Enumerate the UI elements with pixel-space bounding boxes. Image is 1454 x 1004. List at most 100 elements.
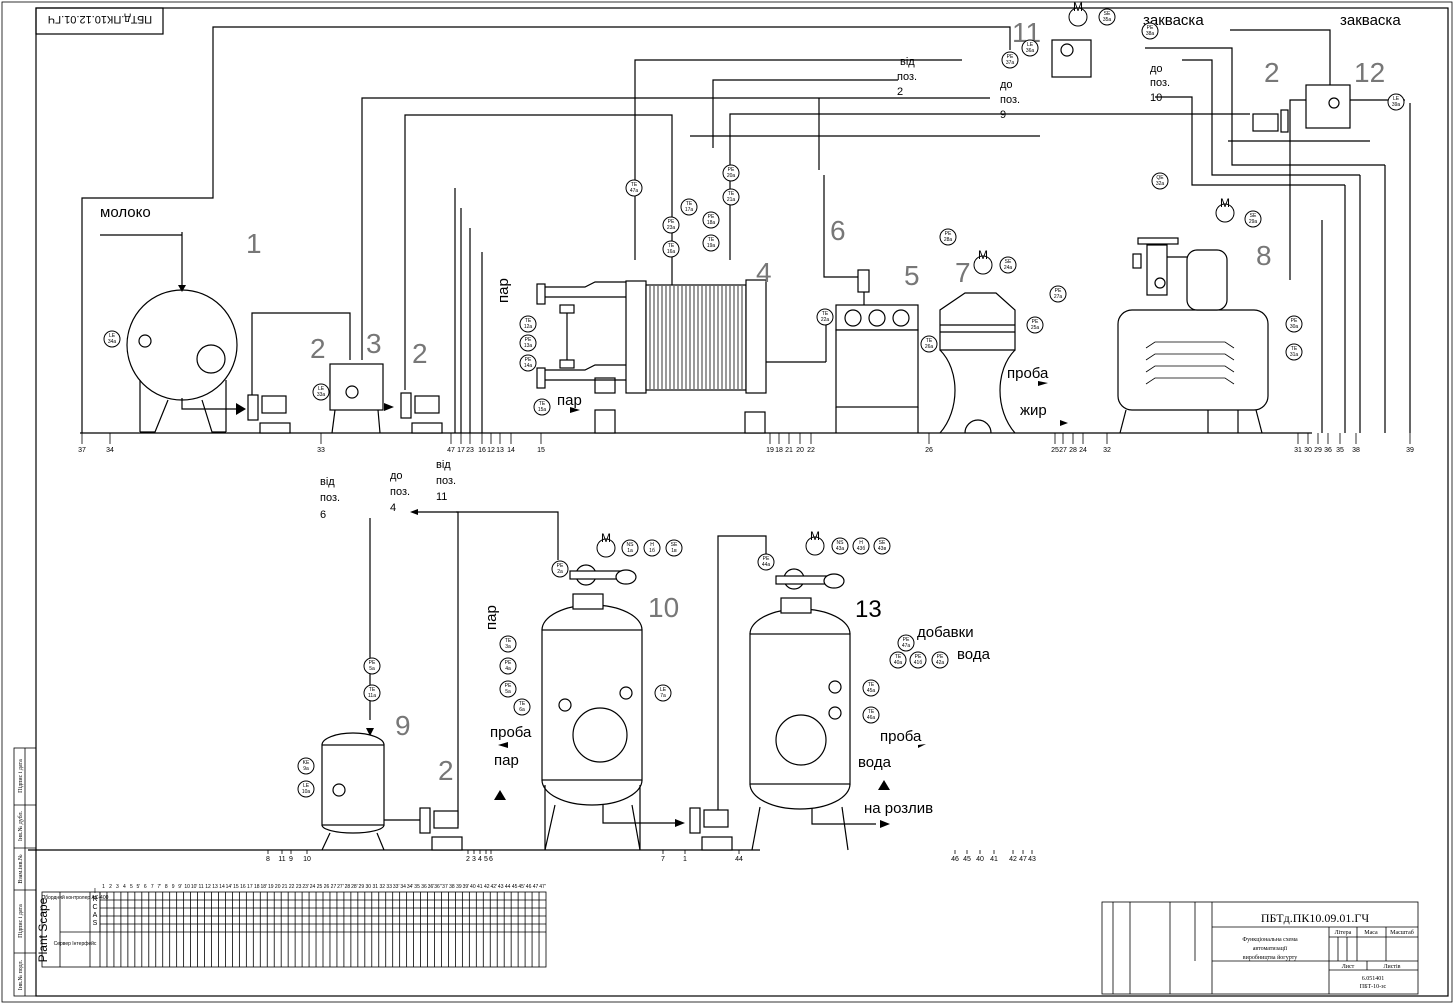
- label-from-pos11: від: [436, 459, 451, 471]
- bus-number: 20: [796, 447, 804, 454]
- bus-number: 23: [466, 447, 474, 454]
- sensor-type: PE: [505, 660, 512, 666]
- table-column-header: 32: [379, 884, 385, 890]
- sensor-type: PE: [668, 219, 675, 225]
- bus-number: 30: [1304, 447, 1312, 454]
- rotated-stamp-text: ПБТд.ПК10.12.01.ГЧ: [48, 13, 152, 25]
- sensor-number: 39а: [1392, 102, 1401, 108]
- sensor-number: 9а: [303, 766, 309, 772]
- signal-type: A: [93, 912, 98, 919]
- label-steam-in: пар: [495, 278, 512, 303]
- sensor-number: 27а: [1054, 294, 1063, 300]
- svg-text:M: M: [810, 529, 820, 543]
- table-column-header: 8: [165, 884, 168, 890]
- tank-12: [1228, 29, 1370, 142]
- signal-type: I: [94, 888, 96, 895]
- svg-text:поз.: поз.: [1150, 77, 1170, 89]
- motor-icon: M: [973, 248, 993, 275]
- bus-number: 17: [457, 447, 465, 454]
- pos-label-5: 5: [904, 260, 920, 291]
- table-column-header: 13: [212, 884, 218, 890]
- sensor-number: 10а: [302, 789, 311, 795]
- pump-2a: [247, 312, 351, 434]
- svg-text:6: 6: [320, 509, 326, 521]
- pos-label-2a: 2: [310, 333, 326, 364]
- description-line-3: виробництва йогурту: [1243, 954, 1297, 961]
- sensor-type: TE: [539, 401, 546, 407]
- bus-number: 47: [1019, 856, 1027, 863]
- bus-number: 31: [1294, 447, 1302, 454]
- sensor-type: NS: [837, 540, 845, 546]
- table-column-header: 14: [219, 884, 225, 890]
- sensor-number: 12а: [524, 324, 533, 330]
- group-code-1: 6.051401: [1362, 976, 1385, 982]
- sensor-type: NS: [627, 542, 635, 548]
- svg-text:10: 10: [1150, 92, 1162, 104]
- sensor-type: PE: [557, 563, 564, 569]
- sensor-number: 43в: [878, 546, 887, 552]
- sensor-number: 17а: [685, 207, 694, 213]
- table-column-header: 42': [490, 884, 497, 890]
- bus-number: 44: [735, 856, 743, 863]
- unit-5: [835, 304, 919, 433]
- row-group-2-label: Сервер Інтерфейс: [54, 940, 97, 947]
- sensor-type: SE: [1104, 11, 1111, 17]
- label-from-pos2-a: від: [900, 56, 915, 68]
- sensor-type: TE: [686, 201, 693, 207]
- svg-text:11: 11: [436, 491, 447, 503]
- sensor-number: 24а: [1004, 265, 1013, 271]
- table-column-header: 30: [366, 884, 372, 890]
- plant-scape-label: Plant Scape: [36, 897, 50, 962]
- sensor-number: 13а: [524, 343, 533, 349]
- sensor-number: 40а: [894, 660, 903, 666]
- table-column-header: 4: [123, 884, 126, 890]
- pump-2b: [400, 392, 443, 434]
- sensor-number: 18а: [707, 220, 716, 226]
- sensor-type: TE: [505, 638, 512, 644]
- sensor-type: PE: [708, 214, 715, 220]
- homogenizer-8: [1117, 237, 1269, 434]
- label-additives: добавки: [917, 624, 974, 641]
- label-sample-10: проба: [490, 724, 532, 741]
- unit-6: [857, 269, 870, 293]
- sensor-number: 23а: [667, 225, 676, 231]
- table-column-header: 24: [310, 884, 316, 890]
- sensor-number: 44а: [762, 562, 771, 568]
- pos-label-2d: 2: [438, 755, 454, 786]
- table-column-header: 38: [449, 884, 455, 890]
- side-stamp-text: Інв.№ подл.: [18, 959, 24, 990]
- bus-number: 10: [303, 856, 311, 863]
- sensor-number: 20а: [727, 173, 736, 179]
- motor-icon: M: [1068, 0, 1088, 27]
- label-to-pos9: до: [1000, 79, 1013, 91]
- bus-number: 21: [785, 447, 793, 454]
- sensor-type: PE: [903, 637, 910, 643]
- sensor-type: PE: [1007, 54, 1014, 60]
- table-column-header: 3: [116, 884, 119, 890]
- sensor-type: PE: [1147, 25, 1154, 31]
- pos-label-1: 1: [246, 228, 262, 259]
- table-column-header: 5: [130, 884, 133, 890]
- sensor-number: 15а: [538, 407, 547, 413]
- sensor-type: LE: [109, 333, 116, 339]
